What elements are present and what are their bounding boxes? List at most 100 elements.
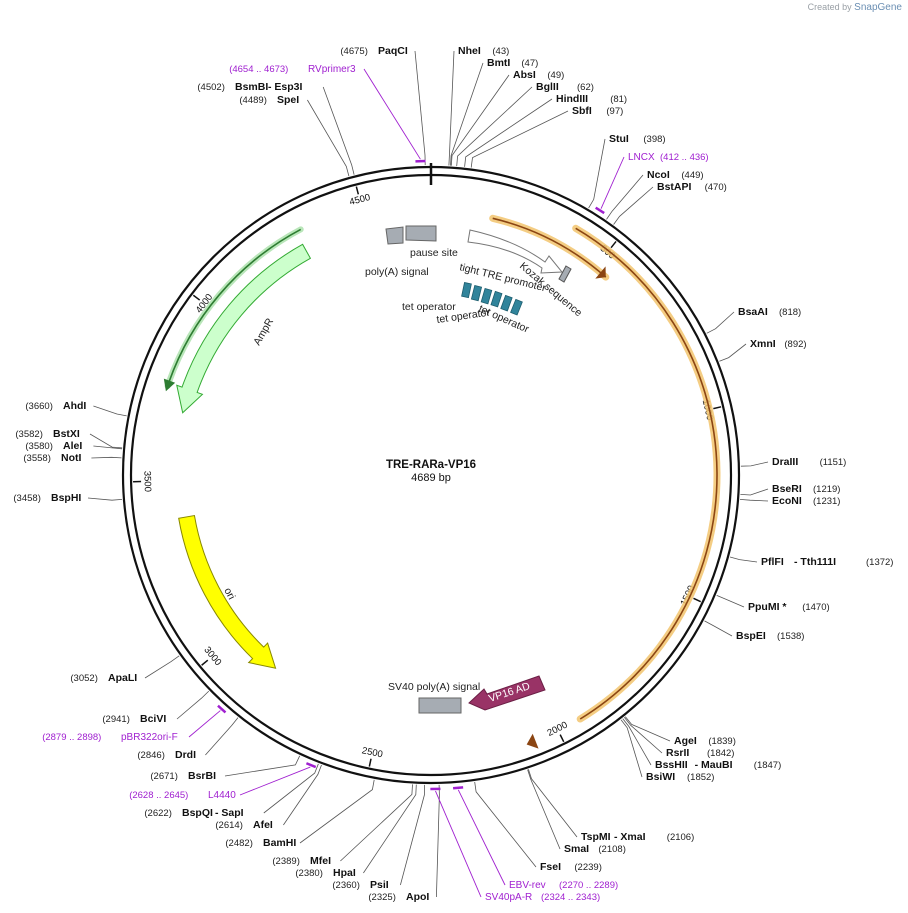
site-position: (398) [643, 134, 665, 145]
primer-name: LNCX [628, 152, 655, 163]
feature-arcs [163, 214, 721, 749]
site-name: AbsI [513, 69, 536, 81]
primer-name: EBV-rev [509, 880, 546, 891]
site-name: NheI [458, 45, 481, 57]
pause-site-label: pause site [410, 247, 458, 259]
site-leader-line [622, 718, 652, 766]
site-leader-line [91, 456, 122, 459]
primer-range: (412 .. 436) [660, 152, 709, 163]
site-name: PaqCI [378, 45, 408, 57]
site-leader-line [528, 769, 578, 838]
site-leader-line [729, 556, 758, 563]
polya-signal-label: poly(A) signal [365, 266, 429, 278]
ori-feature-arrow [178, 514, 277, 669]
tick-mark [693, 597, 702, 603]
site-leader-line [613, 186, 654, 225]
tick-mark [368, 758, 372, 767]
site-position: (1231) [813, 496, 840, 507]
orf-top-arrowhead [595, 266, 606, 279]
site-position: (449) [681, 170, 703, 181]
primer-leader-line [239, 766, 311, 796]
site-position: (470) [705, 182, 727, 193]
tick-label: 4500 [348, 192, 371, 208]
ori-label: ori [221, 586, 237, 602]
site-position: (3458) [13, 493, 40, 504]
tick-mark [559, 734, 565, 743]
snapgene-logo: SnapGene [854, 2, 902, 13]
site-name: AhdI [63, 400, 86, 412]
tet-operator-box [490, 290, 503, 308]
site-position: (1538) [777, 631, 804, 642]
watermark-prefix: Created by [807, 2, 852, 12]
site-name: MfeI [310, 855, 331, 867]
primer-leader-line [435, 790, 482, 898]
primer-marker [452, 786, 464, 790]
site-position: (2325) [368, 892, 395, 903]
site-leader-line [719, 343, 747, 362]
site-position: (2380) [295, 868, 322, 879]
site-name: ApaLI [108, 672, 137, 684]
primer-range: (2324 .. 2343) [541, 892, 600, 903]
site-position: (4489) [239, 95, 266, 106]
site-position: (2108) [598, 844, 625, 855]
site-position: (49) [547, 70, 564, 81]
tet-operator-box [510, 298, 523, 316]
site-leader-line [464, 98, 553, 167]
site-position: (3582) [15, 429, 42, 440]
site-position: (1470) [802, 602, 829, 613]
primer-range: (2879 .. 2898) [42, 732, 101, 743]
tet-operator-box [480, 287, 493, 305]
tet-operator-label: tet operator [402, 301, 456, 313]
primer-name: SV40pA-R [485, 892, 532, 903]
site-position: (3558) [23, 453, 50, 464]
site-name: SmaI [564, 843, 589, 855]
site-name: BspHI [51, 492, 81, 504]
site-position: (4502) [197, 82, 224, 93]
site-leader-line [606, 174, 644, 220]
site-name: BseRI [772, 483, 802, 495]
site-leader-line [144, 655, 180, 679]
site-name: AfeI [253, 819, 273, 831]
vp16-ad-arrow [468, 675, 546, 711]
site-name: AleI [63, 440, 82, 452]
site-leader-line [620, 719, 643, 778]
site-position: (2941) [102, 714, 129, 725]
site-leader-line [176, 690, 210, 720]
site-leader-line [363, 784, 417, 874]
site-leader-line [623, 717, 663, 754]
tet-operator-box [470, 284, 483, 302]
site-position: (892) [784, 339, 806, 350]
tick-label: 2000 [546, 720, 570, 739]
snapgene-watermark: Created by SnapGene [808, 2, 902, 13]
site-position: (818) [779, 307, 801, 318]
site-leader-line [205, 717, 239, 756]
site-name: AgeI [674, 735, 697, 747]
kozak-sequence-box [558, 265, 572, 283]
site-leader-line [263, 763, 319, 814]
site-leader-line [740, 461, 769, 467]
site-name: BciVI [140, 713, 166, 725]
site-position: (1219) [813, 484, 840, 495]
site-name: ApoI [406, 891, 429, 903]
primer-name: L4440 [208, 790, 236, 801]
site-name: DraIII [772, 456, 798, 468]
orf-line-arc [575, 227, 718, 720]
site-leader-line [704, 620, 733, 637]
site-leader-line [739, 499, 769, 502]
site-leader-line [87, 497, 123, 501]
site-position: (2482) [225, 838, 252, 849]
site-leader-line [450, 62, 484, 166]
site-name: BspQI [182, 807, 213, 819]
site-name-alt: - Esp3I [268, 81, 303, 93]
site-position: (62) [577, 82, 594, 93]
site-name: PsiI [370, 879, 389, 891]
site-name: HpaI [333, 867, 356, 879]
site-position: (3660) [25, 401, 52, 412]
site-name: RsrII [666, 747, 689, 759]
site-name: PflFI [761, 556, 784, 568]
site-position: (47) [521, 58, 538, 69]
site-name: HindIII [556, 93, 588, 105]
site-leader-line [414, 50, 426, 166]
site-position: (2389) [272, 856, 299, 867]
site-leader-line [450, 74, 510, 166]
